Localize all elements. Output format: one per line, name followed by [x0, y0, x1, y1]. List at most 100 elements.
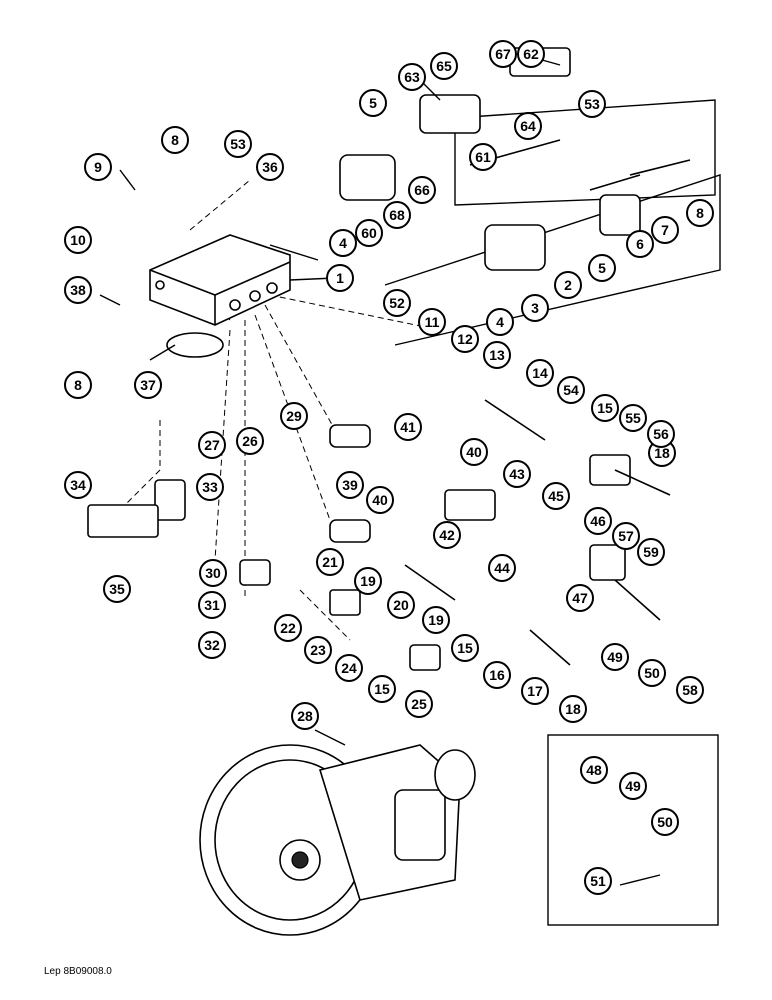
callout-50: 50: [651, 808, 679, 836]
callout-64: 64: [514, 112, 542, 140]
svg-text:40: 40: [466, 444, 482, 460]
svg-text:37: 37: [140, 377, 156, 393]
callout-54: 54: [557, 376, 585, 404]
pump-housing: [199, 744, 476, 936]
o-ring-37: [166, 332, 224, 358]
callout-39: 39: [336, 471, 364, 499]
callout-12: 12: [451, 325, 479, 353]
svg-text:4: 4: [496, 314, 504, 330]
callout-44: 44: [488, 554, 516, 582]
callout-25: 25: [405, 690, 433, 718]
svg-text:7: 7: [661, 222, 669, 238]
svg-text:8: 8: [74, 377, 82, 393]
svg-text:62: 62: [523, 46, 539, 62]
callout-34: 34: [64, 471, 92, 499]
callout-4: 4: [486, 308, 514, 336]
svg-text:67: 67: [495, 46, 511, 62]
callout-15: 15: [591, 394, 619, 422]
callout-32: 32: [198, 631, 226, 659]
callout-41: 41: [394, 413, 422, 441]
svg-text:36: 36: [262, 159, 278, 175]
svg-text:39: 39: [342, 477, 358, 493]
callout-57: 57: [612, 522, 640, 550]
callout-15: 15: [451, 634, 479, 662]
svg-text:61: 61: [475, 149, 491, 165]
callout-36: 36: [256, 153, 284, 181]
valve-block: [149, 234, 291, 326]
callout-7: 7: [651, 216, 679, 244]
callout-1: 1: [326, 264, 354, 292]
callout-3: 3: [521, 294, 549, 322]
callout-28: 28: [291, 702, 319, 730]
callout-24: 24: [335, 654, 363, 682]
callouts: 1 2 3 4 4 5 5 6 7 8 8 8 9 10 11 12 13 14…: [64, 40, 714, 895]
svg-text:1: 1: [336, 270, 344, 286]
svg-text:23: 23: [310, 642, 326, 658]
svg-text:12: 12: [457, 331, 473, 347]
svg-text:64: 64: [520, 118, 536, 134]
svg-text:18: 18: [654, 445, 670, 461]
svg-text:50: 50: [657, 814, 673, 830]
callout-59: 59: [637, 538, 665, 566]
callout-33: 33: [196, 473, 224, 501]
svg-text:43: 43: [509, 466, 525, 482]
callout-47: 47: [566, 584, 594, 612]
svg-text:30: 30: [205, 565, 221, 581]
svg-text:45: 45: [548, 488, 564, 504]
drawing-reference: Lep 8B09008.0: [44, 966, 112, 977]
svg-text:16: 16: [489, 667, 505, 683]
callout-37: 37: [134, 371, 162, 399]
svg-text:49: 49: [607, 649, 623, 665]
svg-text:26: 26: [242, 433, 258, 449]
callout-17: 17: [521, 677, 549, 705]
callout-55: 55: [619, 404, 647, 432]
callout-49: 49: [619, 772, 647, 800]
callout-22: 22: [274, 614, 302, 642]
svg-text:17: 17: [527, 683, 543, 699]
callout-53: 53: [578, 90, 606, 118]
callout-53: 53: [224, 130, 252, 158]
springs: [404, 159, 691, 666]
callout-15: 15: [368, 675, 396, 703]
svg-text:20: 20: [393, 597, 409, 613]
svg-text:59: 59: [643, 544, 659, 560]
svg-text:46: 46: [590, 513, 606, 529]
callout-56: 56: [647, 420, 675, 448]
callout-65: 65: [430, 52, 458, 80]
callout-18: 18: [648, 439, 676, 467]
svg-text:21: 21: [322, 554, 338, 570]
assembly-lines: [109, 179, 441, 641]
callout-67: 67: [489, 40, 517, 68]
svg-text:41: 41: [400, 419, 416, 435]
svg-text:66: 66: [414, 182, 430, 198]
svg-text:47: 47: [572, 590, 588, 606]
svg-text:52: 52: [389, 295, 405, 311]
callout-60: 60: [355, 219, 383, 247]
callout-5: 5: [588, 254, 616, 282]
callout-63: 63: [398, 63, 426, 91]
svg-text:13: 13: [489, 347, 505, 363]
callout-8: 8: [64, 371, 92, 399]
svg-text:18: 18: [565, 701, 581, 717]
svg-text:22: 22: [280, 620, 296, 636]
kit-frame-upper: [384, 99, 721, 346]
callout-8: 8: [686, 199, 714, 227]
callout-19: 19: [354, 567, 382, 595]
callout-42: 42: [433, 521, 461, 549]
callout-14: 14: [526, 359, 554, 387]
callout-9: 9: [84, 153, 112, 181]
callout-4: 4: [329, 229, 357, 257]
svg-text:28: 28: [297, 708, 313, 724]
callout-51: 51: [584, 867, 612, 895]
svg-text:5: 5: [598, 260, 606, 276]
svg-text:60: 60: [361, 225, 377, 241]
svg-text:63: 63: [404, 69, 420, 85]
svg-text:14: 14: [532, 365, 548, 381]
callout-30: 30: [199, 559, 227, 587]
svg-text:31: 31: [204, 597, 220, 613]
callout-27: 27: [198, 431, 226, 459]
callout-13: 13: [483, 341, 511, 369]
callout-29: 29: [280, 402, 308, 430]
callout-61: 61: [469, 143, 497, 171]
